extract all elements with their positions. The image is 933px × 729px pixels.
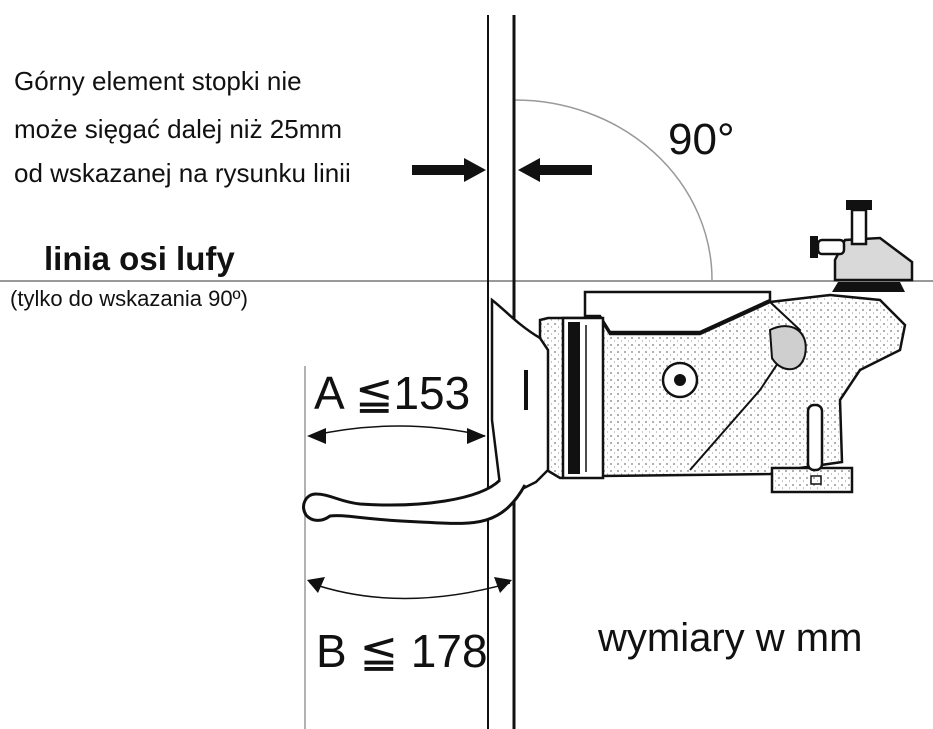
bore-axis-note: (tylko do wskazania 90º) bbox=[10, 286, 248, 311]
angle-label: 90° bbox=[668, 115, 735, 164]
note-line-1: Górny element stopki nie bbox=[14, 66, 302, 96]
dimension-b-arrow-right bbox=[494, 577, 512, 593]
dimension-a-label: A ≦153 bbox=[314, 367, 471, 419]
dimension-a-arrow-right bbox=[467, 428, 486, 444]
dimension-a-arrow-left bbox=[307, 428, 326, 444]
rifle-stock bbox=[490, 200, 914, 497]
dimension-b-label: B ≦ 178 bbox=[316, 625, 488, 677]
note-line-2: może sięgać dalej niż 25mm bbox=[14, 114, 343, 144]
dimension-a-line bbox=[309, 425, 486, 437]
dimension-b-arrow-left bbox=[307, 577, 325, 593]
note-line-3: od wskazanej na rysunku linii bbox=[14, 158, 351, 188]
distance-arrow-left bbox=[412, 158, 486, 182]
butt-plate-hook bbox=[302, 478, 527, 525]
dimension-b-line bbox=[309, 582, 511, 600]
bore-axis-label: linia osi lufy bbox=[44, 240, 235, 277]
distance-arrow-right bbox=[518, 158, 592, 182]
right-angle-arc bbox=[514, 99, 713, 281]
units-label: wymiary w mm bbox=[598, 616, 863, 660]
